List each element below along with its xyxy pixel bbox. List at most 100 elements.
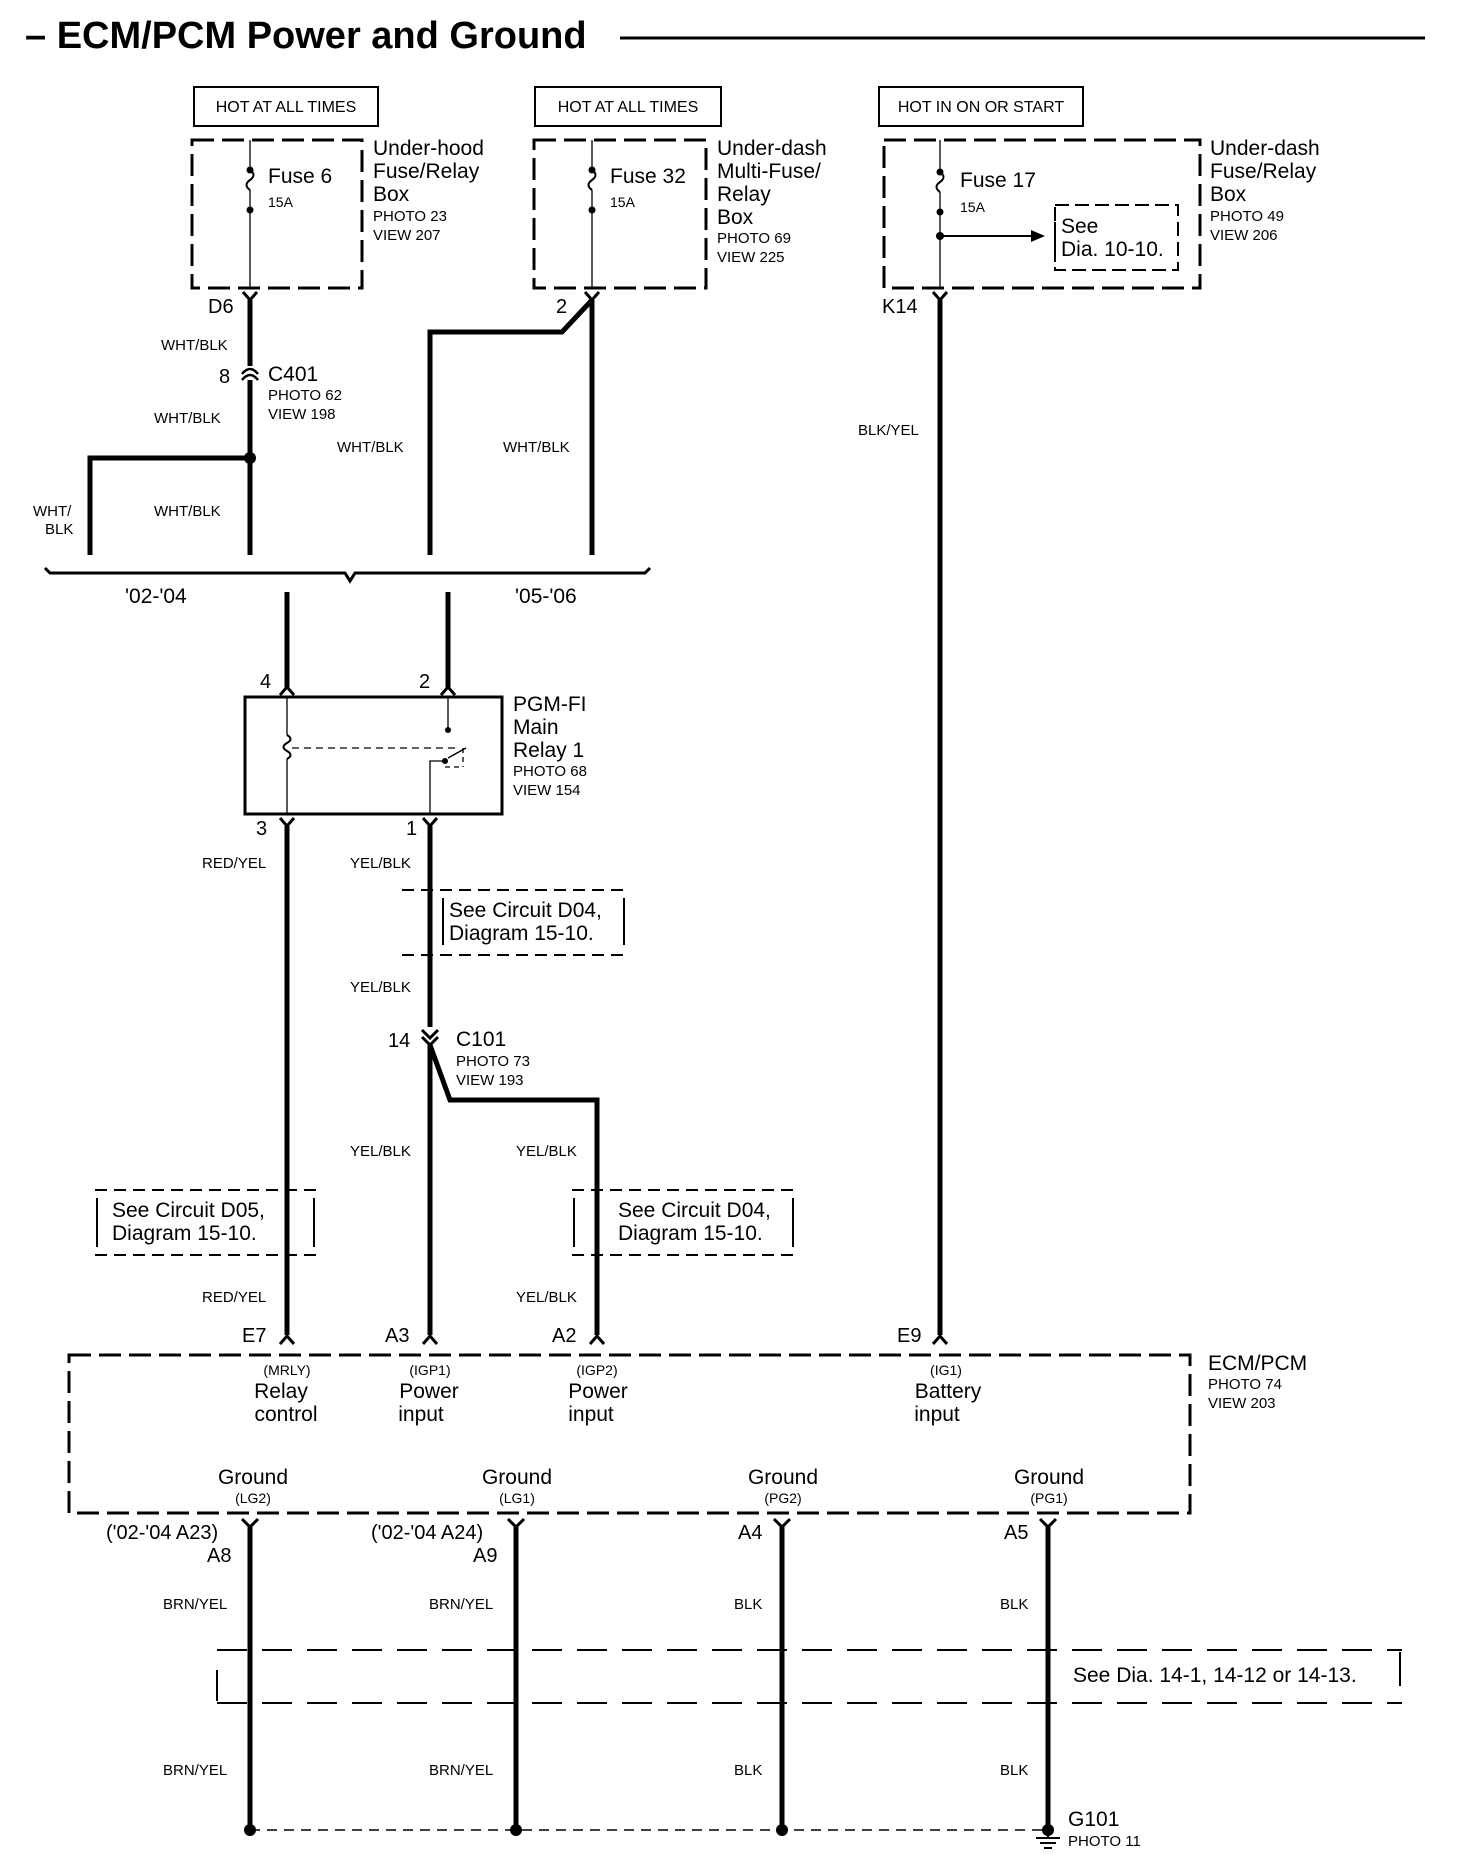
ground-alt-a24: ('02-'04 A24) — [371, 1522, 483, 1544]
ecm-ground-lg1-code: (LG1) — [499, 1490, 535, 1506]
year-label-0506: '05-'06 — [515, 585, 577, 608]
ground-wires — [247, 1527, 1051, 1830]
ecm-input-l1-igp1: Power — [399, 1380, 459, 1403]
g101-photo: PHOTO 11 — [1068, 1833, 1141, 1850]
wire-color-yel-blk-e: YEL/BLK — [516, 1289, 577, 1306]
connector-c401-icon — [241, 367, 259, 381]
fuse-6-box-line-3: Box — [373, 183, 410, 206]
fuse-terminals — [241, 291, 949, 303]
see-d04-a-line-2: Diagram 15-10. — [449, 922, 594, 945]
ecm-input-code-mrly: (MRLY) — [263, 1362, 310, 1378]
ecm-ground-labels: Ground (LG2) Ground (LG1) Ground (PG2) G… — [218, 1466, 1084, 1506]
splice-c401 — [244, 452, 256, 464]
see-d05-line-2: Diagram 15-10. — [112, 1222, 257, 1245]
c401-photo: PHOTO 62 — [268, 387, 342, 404]
ecm-input-l2-ig1: input — [914, 1403, 960, 1426]
wire-fuse32 — [427, 298, 595, 555]
ecm-ground-lg1-label: Ground — [482, 1466, 552, 1489]
fuse-32-rating: 15A — [610, 194, 636, 210]
relay-view: VIEW 154 — [513, 782, 581, 799]
wires-to-relay — [284, 592, 451, 688]
c101-view: VIEW 193 — [456, 1072, 524, 1089]
ground-wire-color-a9-b: BRN/YEL — [429, 1762, 493, 1779]
ground-symbol-icon — [1036, 1830, 1060, 1849]
c401-pin: 8 — [219, 366, 230, 388]
ground-wire-color-a9-a: BRN/YEL — [429, 1596, 493, 1613]
terminal-e7 — [278, 1333, 296, 1345]
fuse-17-box-line-2: Fuse/Relay — [1210, 160, 1317, 183]
ground-wire-color-a5-a: BLK — [1000, 1596, 1028, 1613]
fuse-32-name: Fuse 32 — [610, 165, 686, 188]
connector-c101-icon — [420, 1028, 440, 1048]
ecm-input-code-ig1: (IG1) — [930, 1362, 962, 1378]
g101-name: G101 — [1068, 1808, 1119, 1831]
wire-color-split-1: WHT/ — [33, 503, 72, 520]
ground-pin-a5: A5 — [1004, 1522, 1028, 1544]
ground-alt-a23: ('02-'04 A23) — [106, 1522, 218, 1544]
fuse-32-view: VIEW 225 — [717, 249, 785, 266]
terminal-relay-2 — [439, 684, 457, 696]
ecm-input-l2-igp2: input — [568, 1403, 614, 1426]
fuse-6-view: VIEW 207 — [373, 227, 441, 244]
fuse-box-2 — [532, 138, 708, 290]
fuse-6-name: Fuse 6 — [268, 165, 332, 188]
wires-c101 — [427, 1044, 600, 1335]
pin-k14: K14 — [882, 296, 918, 318]
terminal-relay-3 — [278, 817, 296, 829]
relay-line-2: Main — [513, 716, 559, 739]
ground-wire-color-a8-b: BRN/YEL — [163, 1762, 227, 1779]
fuse-17-box-line-3: Box — [1210, 183, 1247, 206]
page-title: – ECM/PCM Power and Ground — [25, 15, 587, 57]
wire-color-yel-blk-b: YEL/BLK — [350, 979, 411, 996]
fuse-6-photo: PHOTO 23 — [373, 208, 447, 225]
fuse-32-box-line-1: Under-dash — [717, 137, 827, 160]
ecm-input-labels: (MRLY) Relay control (IGP1) Power input … — [254, 1362, 982, 1426]
fuse-32-icon — [587, 169, 597, 191]
fuse-6-box-line-1: Under-hood — [373, 137, 484, 160]
ecm-input-l2-igp1: input — [398, 1403, 444, 1426]
ground-wire-color-a8-a: BRN/YEL — [163, 1596, 227, 1613]
wire-color-red-yel-a: RED/YEL — [202, 855, 266, 872]
ecm-input-code-igp1: (IGP1) — [409, 1362, 450, 1378]
ecm-pcm-box — [67, 1353, 1192, 1515]
relay-line-3: Relay 1 — [513, 739, 584, 762]
hot-label-box-1 — [193, 86, 379, 127]
fuse-box-3 — [882, 138, 1202, 290]
c101-pin: 14 — [388, 1030, 410, 1052]
c401-view: VIEW 198 — [268, 406, 336, 423]
terminal-a9 — [506, 1517, 526, 1530]
fuse-box-1 — [190, 138, 364, 290]
terminal-relay-1 — [421, 817, 439, 829]
ground-pin-a9: A9 — [473, 1545, 497, 1567]
ecm-input-l1-mrly: Relay — [254, 1380, 308, 1403]
relay-box — [243, 695, 504, 816]
see-ground-text: See Dia. 14-1, 14-12 or 14-13. — [1073, 1664, 1357, 1687]
fuse-17-box-line-1: Under-dash — [1210, 137, 1320, 160]
relay-pin-1: 1 — [406, 818, 417, 840]
ground-pin-a4: A4 — [738, 1522, 762, 1544]
ecm-ground-pg2-code: (PG2) — [764, 1490, 801, 1506]
ground-wire-color-a4-b: BLK — [734, 1762, 762, 1779]
fuse-32-box-line-2: Multi-Fuse/ — [717, 160, 821, 183]
terminal-a5 — [1038, 1517, 1058, 1530]
c401-name: C401 — [268, 363, 318, 386]
wire-color-blk-yel: BLK/YEL — [858, 422, 919, 439]
fuse-32-photo: PHOTO 69 — [717, 230, 791, 247]
wire-color-d6-c: WHT/BLK — [154, 503, 221, 520]
ecm-pin-a3: A3 — [385, 1325, 409, 1347]
wire-color-yel-blk-d: YEL/BLK — [516, 1143, 577, 1160]
terminal-a8 — [240, 1517, 260, 1530]
relay-internals — [282, 697, 467, 814]
ecm-photo: PHOTO 74 — [1208, 1376, 1282, 1393]
fuse-32-box-line-4: Box — [717, 206, 754, 229]
fuse-17-arrow — [1031, 230, 1045, 242]
fuse-17-icon — [935, 171, 945, 193]
hot-label-3: HOT IN ON OR START — [898, 99, 1064, 116]
ground-wire-color-a4-a: BLK — [734, 1596, 762, 1613]
relay-line-1: PGM-FI — [513, 693, 587, 716]
ecm-name: ECM/PCM — [1208, 1352, 1307, 1375]
terminal-e9 — [931, 1333, 949, 1345]
wire-color-yel-blk-c: YEL/BLK — [350, 1143, 411, 1160]
ecm-pin-e9: E9 — [897, 1325, 921, 1347]
